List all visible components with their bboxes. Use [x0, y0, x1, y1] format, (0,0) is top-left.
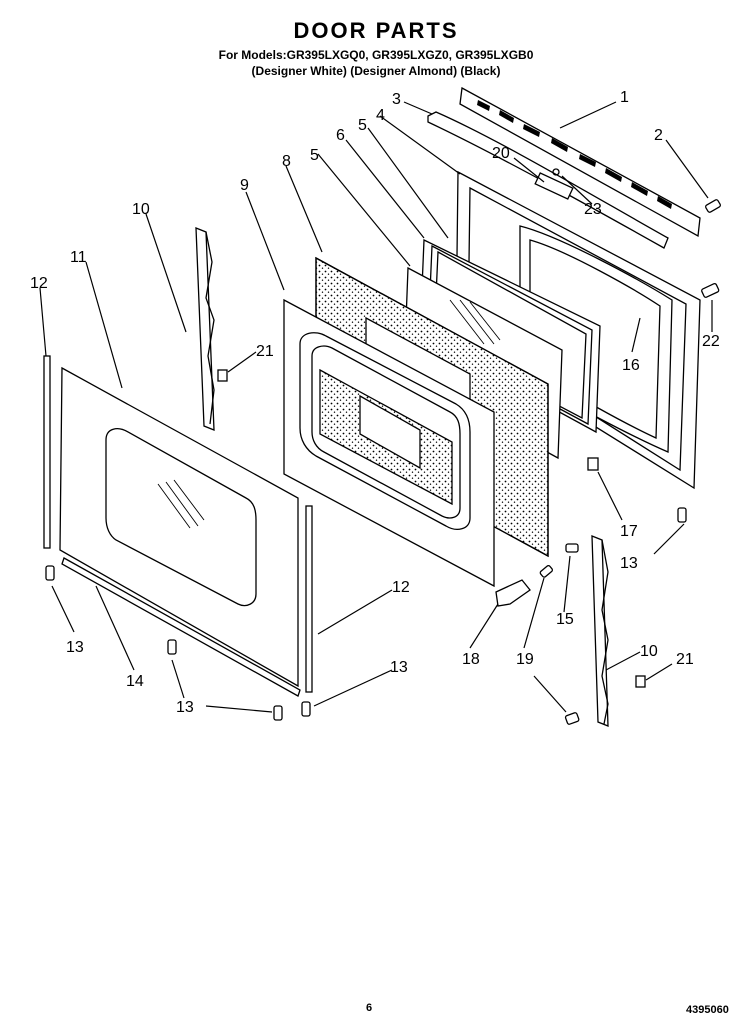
callout-4: 4 [376, 107, 385, 124]
callout-17: 17 [620, 523, 638, 540]
callout-13-mid: 13 [390, 659, 408, 676]
callout-16: 16 [622, 357, 640, 374]
screw-part-13-a [45, 565, 55, 581]
callout-5b: 5 [310, 147, 319, 164]
callout-numbers: 1 2 3 4 5 6 5 8 9 10 11 12 20 23 22 16 2… [30, 89, 720, 716]
document-number: 4395060 [686, 1004, 729, 1016]
callout-23: 23 [584, 201, 602, 218]
callout-14: 14 [126, 673, 144, 690]
hinge-bracket-part [495, 579, 531, 607]
inner-door-panel-part [283, 298, 495, 588]
screw-part-19 [539, 565, 553, 578]
callout-11: 11 [70, 249, 87, 266]
callout-13-right: 13 [620, 555, 638, 572]
screw-part-13-f [564, 712, 580, 725]
callout-21-right: 21 [676, 651, 694, 668]
models-line: For Models:GR395LXGQ0, GR395LXGZ0, GR395… [218, 48, 534, 62]
callout-20: 20 [492, 145, 510, 162]
callout-2: 2 [654, 127, 663, 144]
callout-15: 15 [556, 611, 574, 628]
callout-10-right: 10 [640, 643, 658, 660]
side-trim-left-part [43, 355, 51, 549]
screw-part-15 [565, 543, 579, 553]
vent-panel-part [459, 86, 701, 238]
callout-9: 9 [240, 177, 249, 194]
screw-part-13-c [273, 705, 283, 721]
screw-part-13-b [167, 639, 177, 655]
screw-part-2 [705, 199, 721, 213]
callout-12-right: 12 [392, 579, 410, 596]
clip-part-17 [587, 457, 599, 471]
page-title: DOOR PARTS [293, 18, 459, 43]
callout-1: 1 [620, 89, 629, 106]
hinge-channel-left-part [195, 227, 215, 431]
callout-18: 18 [462, 651, 480, 668]
bracket-screw-part [552, 168, 560, 176]
callout-6: 6 [336, 127, 345, 144]
side-trim-right-part [305, 505, 313, 693]
callout-12-left: 12 [30, 275, 48, 292]
switch-bracket-part [534, 172, 574, 200]
callout-3: 3 [392, 91, 401, 108]
callout-21-left: 21 [256, 343, 274, 360]
callout-13-bottom: 13 [176, 699, 194, 716]
outer-door-panel-part [59, 366, 299, 688]
clip-part-21-right [635, 675, 646, 688]
screw-part-22 [701, 283, 720, 298]
screw-part-13-d [301, 701, 311, 717]
colors-line: (Designer White) (Designer Almond) (Blac… [251, 64, 501, 78]
hinge-channel-right-part [591, 535, 609, 727]
callout-13-left: 13 [66, 639, 84, 656]
callout-8: 8 [282, 153, 291, 170]
callout-10-left: 10 [132, 201, 150, 218]
bottom-trim-part [61, 557, 301, 697]
screw-part-13-e [677, 507, 687, 523]
callout-5: 5 [358, 117, 367, 134]
callout-19: 19 [516, 651, 534, 668]
leader-lines [39, 101, 713, 713]
page-number: 6 [366, 1002, 373, 1014]
clip-part-21-left [217, 369, 228, 382]
callout-22: 22 [702, 333, 720, 350]
